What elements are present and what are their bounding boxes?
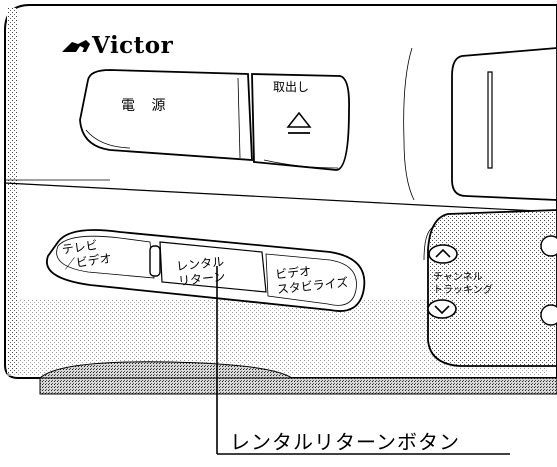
- channel-tracking-label: チャンネル トラッキング: [433, 272, 493, 296]
- rental-return-button[interactable]: [159, 241, 267, 293]
- video-stabilizer-button[interactable]: [265, 253, 357, 306]
- round-buttons-partial[interactable]: [540, 235, 557, 326]
- tv-video-button[interactable]: [56, 235, 161, 279]
- channel-up-button[interactable]: [428, 244, 458, 264]
- power-button-label: 電 源: [121, 98, 172, 114]
- victor-dog-logo-icon: [62, 40, 90, 53]
- brand-logo-text: Victor: [92, 32, 174, 59]
- eject-button[interactable]: [251, 73, 350, 171]
- power-button[interactable]: [79, 69, 253, 161]
- channel-down-button[interactable]: [427, 299, 457, 319]
- chevron-up-icon: [435, 248, 451, 258]
- cassette-slot: [403, 47, 557, 201]
- chevron-down-icon: [434, 305, 450, 315]
- panel-base-strip: [38, 361, 557, 395]
- eject-button-label: 取出し: [273, 80, 310, 94]
- channel-tracking-cluster: [423, 209, 557, 367]
- eject-icon: [286, 111, 312, 134]
- callout-label: レンタルリターンボタン: [230, 430, 460, 454]
- rental-return-button-label: レンタル リターン: [175, 254, 227, 289]
- callout-leader-line: [216, 266, 510, 455]
